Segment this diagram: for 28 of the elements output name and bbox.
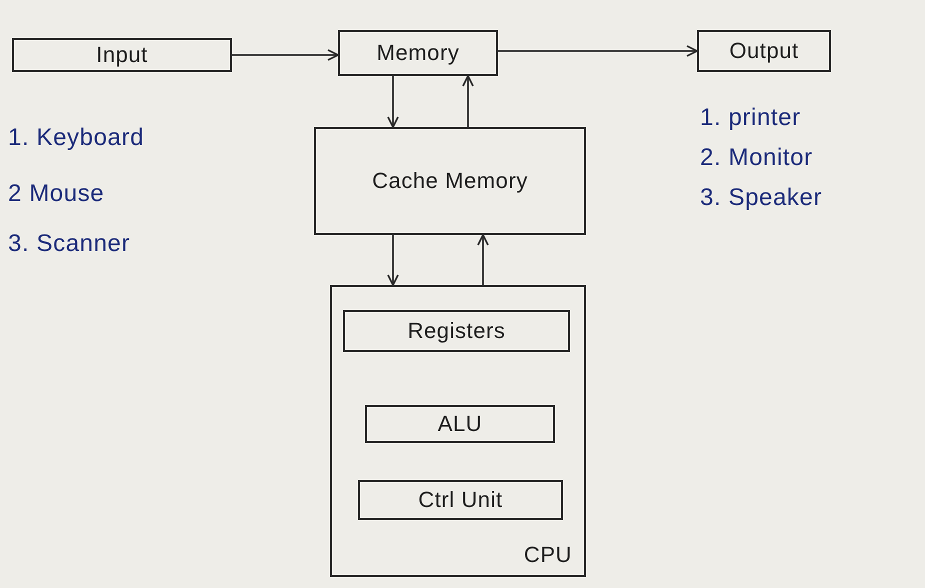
- process-box: [12, 38, 232, 72]
- process-box: [365, 405, 555, 443]
- device-list-item: 3. Speaker: [700, 183, 822, 213]
- box-label: Cache Memory: [371, 166, 529, 195]
- process-box: [358, 480, 563, 520]
- arrow: [477, 234, 489, 285]
- container-heading: CPU: [524, 541, 572, 569]
- box-label: ALU: [436, 410, 484, 438]
- cpu-container-box: [330, 285, 586, 577]
- process-box: [697, 30, 831, 72]
- arrow: [387, 235, 399, 286]
- arrow: [387, 76, 399, 128]
- device-list-item: 2 Mouse: [8, 179, 104, 209]
- arrow: [462, 75, 474, 127]
- device-list-item: 1. printer: [700, 103, 801, 133]
- box-label: Output: [728, 36, 800, 65]
- box-label: Memory: [376, 38, 460, 67]
- box-label: Input: [95, 40, 149, 69]
- process-box: [338, 30, 498, 76]
- process-box: [314, 127, 586, 235]
- arrow: [498, 45, 698, 57]
- device-list-item: 1. Keyboard: [8, 123, 144, 153]
- process-box: [343, 310, 570, 352]
- box-label: Ctrl Unit: [417, 486, 504, 514]
- box-label: Registers: [406, 316, 506, 345]
- device-list-item: 2. Monitor: [700, 143, 813, 173]
- device-list-item: 3. Scanner: [8, 229, 130, 259]
- arrow: [232, 49, 339, 61]
